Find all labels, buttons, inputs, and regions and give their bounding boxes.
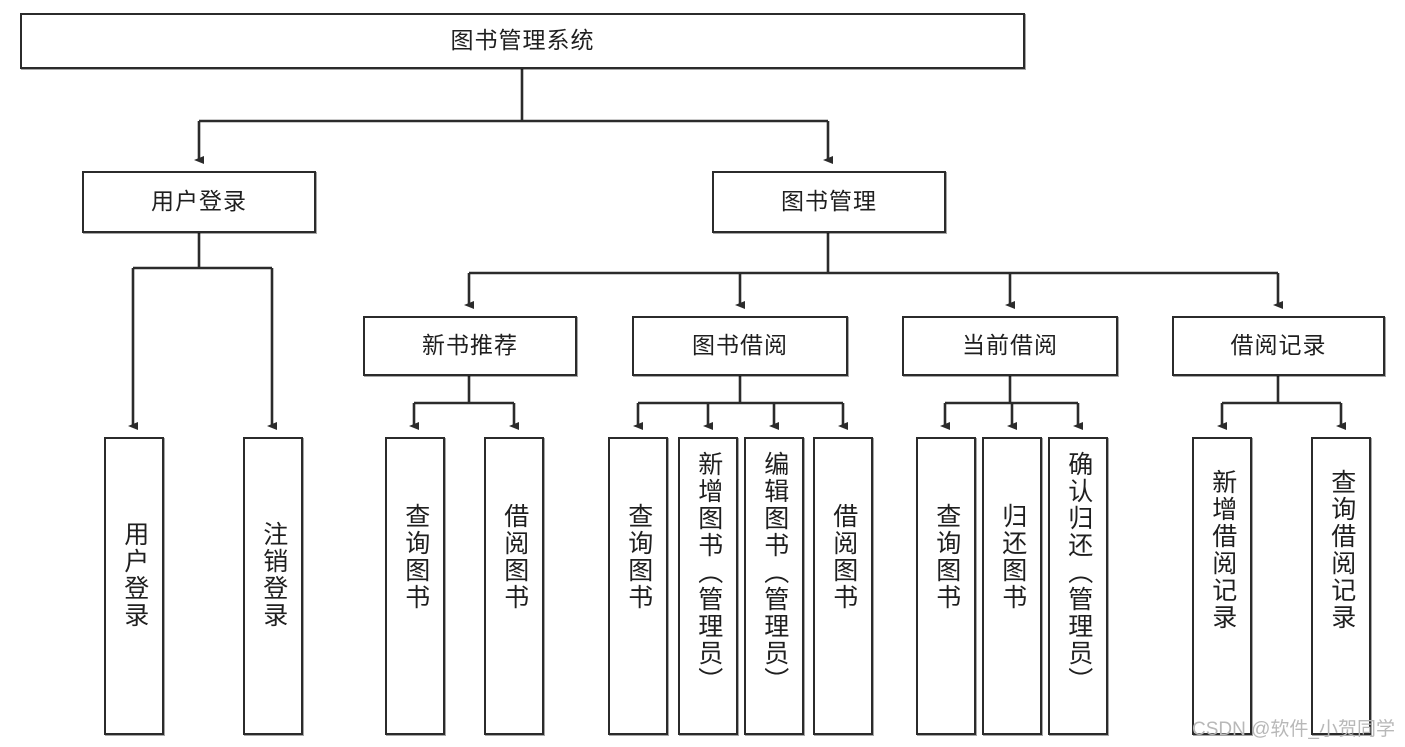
- node-user-login-label: 用户登录: [151, 188, 247, 215]
- node-current-borrow-label: 当前借阅: [962, 332, 1058, 359]
- node-new-book-rec-label: 新书推荐: [422, 332, 518, 359]
- node-root[interactable]: 图书管理系统: [20, 13, 1025, 69]
- node-leaf-return-book[interactable]: 归还图书: [982, 437, 1042, 735]
- node-leaf-return-book-label: 归还图书: [998, 503, 1027, 611]
- node-leaf-borrow-book-1[interactable]: 借阅图书: [484, 437, 544, 735]
- node-user-login[interactable]: 用户登录: [82, 171, 316, 233]
- node-leaf-query-record-label: 查询借阅记录: [1327, 469, 1356, 631]
- node-leaf-borrow-book-2[interactable]: 借阅图书: [813, 437, 873, 735]
- node-leaf-confirm-return-label: 确认归还（管理员）: [1064, 451, 1093, 694]
- node-leaf-query-book-3[interactable]: 查询图书: [916, 437, 976, 735]
- node-book-manage[interactable]: 图书管理: [712, 171, 946, 233]
- node-leaf-confirm-return[interactable]: 确认归还（管理员）: [1048, 437, 1108, 735]
- node-leaf-logout-login[interactable]: 注销登录: [243, 437, 303, 735]
- node-leaf-query-book-2-label: 查询图书: [624, 503, 653, 611]
- node-new-book-rec[interactable]: 新书推荐: [363, 316, 577, 376]
- node-book-manage-label: 图书管理: [781, 188, 877, 215]
- node-leaf-edit-book[interactable]: 编辑图书（管理员）: [744, 437, 804, 735]
- node-root-label: 图书管理系统: [450, 27, 595, 54]
- node-leaf-logout-login-label: 注销登录: [259, 521, 288, 629]
- node-leaf-add-book[interactable]: 新增图书（管理员）: [678, 437, 738, 735]
- node-leaf-edit-book-label: 编辑图书（管理员）: [760, 451, 789, 694]
- node-book-borrow[interactable]: 图书借阅: [632, 316, 848, 376]
- watermark-text: CSDN @软件_小贺同学: [1192, 719, 1395, 740]
- node-borrow-record[interactable]: 借阅记录: [1172, 316, 1385, 376]
- node-leaf-add-record-label: 新增借阅记录: [1208, 469, 1237, 631]
- node-leaf-query-book-1[interactable]: 查询图书: [385, 437, 445, 735]
- node-leaf-query-book-3-label: 查询图书: [932, 503, 961, 611]
- node-leaf-query-record[interactable]: 查询借阅记录: [1311, 437, 1371, 735]
- node-borrow-record-label: 借阅记录: [1230, 332, 1327, 359]
- node-leaf-user-login-label: 用户登录: [120, 521, 149, 629]
- node-current-borrow[interactable]: 当前借阅: [902, 316, 1118, 376]
- node-leaf-user-login[interactable]: 用户登录: [104, 437, 164, 735]
- node-leaf-add-book-label: 新增图书（管理员）: [694, 451, 723, 694]
- node-leaf-query-book-2[interactable]: 查询图书: [608, 437, 668, 735]
- node-leaf-add-record[interactable]: 新增借阅记录: [1192, 437, 1252, 735]
- node-leaf-borrow-book-2-label: 借阅图书: [829, 503, 858, 611]
- node-leaf-borrow-book-1-label: 借阅图书: [500, 503, 529, 611]
- node-book-borrow-label: 图书借阅: [692, 332, 788, 359]
- node-leaf-query-book-1-label: 查询图书: [401, 503, 430, 611]
